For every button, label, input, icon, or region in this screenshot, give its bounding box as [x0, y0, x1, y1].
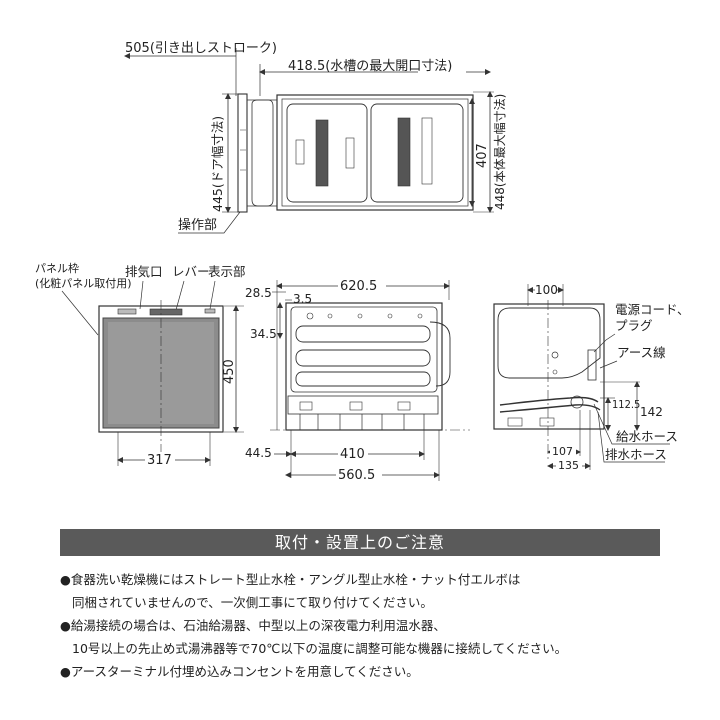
rating-plate-graphic [295, 117, 433, 187]
notes-header: 取付・設置上のご注意 [60, 529, 660, 556]
opening-label: 418.5(水槽の最大開口寸法) [288, 59, 452, 74]
rear-view: 100 電源コード、 プラグ アース線 112.5 142 107 [493, 282, 690, 472]
power-cord-label: 電源コード、 [615, 302, 690, 317]
dim-107-label: 107 [552, 445, 573, 458]
dim-44-5-label: 44.5 [245, 446, 272, 460]
supply-hose-label: 給水ホース [616, 429, 678, 444]
side-view: 620.5 28.5 3.5 34.5 44.5 [245, 278, 470, 483]
tank-depth-label: 407 [475, 143, 490, 168]
dim-560-5-label: 560.5 [338, 468, 375, 483]
power-cord-sublabel: プラグ [615, 318, 653, 333]
display-label: 表示部 [208, 264, 246, 279]
side-width-label: 620.5 [340, 279, 377, 294]
installation-notes: ●食器洗い乾燥機にはストレート型止水栓・アングル型止水栓・ナット付エルボは 同梱… [60, 568, 680, 683]
dim-100-label: 100 [535, 283, 558, 297]
door-width-label: 445(ドア幅寸法) [210, 116, 225, 212]
dim-142-label: 142 [640, 405, 663, 419]
drain-hose-label: 排水ホース [605, 447, 667, 462]
stroke-label: 505(引き出しストローク) [125, 41, 277, 56]
panel-frame-label: パネル枠 [35, 261, 79, 275]
dim-112-5-label: 112.5 [612, 399, 640, 412]
front-height-label: 450 [222, 359, 237, 384]
front-width-label: 317 [147, 453, 172, 468]
front-view: パネル枠 (化粧パネル取付用) 排気口 レバー 表示部 450 317 [35, 261, 246, 468]
note-line-5: ●アースターミナル付埋め込みコンセントを用意してください。 [60, 664, 419, 679]
note-line-1: ●食器洗い乾燥機にはストレート型止水栓・アングル型止水栓・ナット付エルボは [60, 572, 521, 587]
earth-wire-label: アース線 [617, 345, 666, 360]
dim-135-label: 135 [558, 459, 579, 472]
control-label: 操作部 [178, 217, 217, 233]
dim-410-label: 410 [340, 447, 365, 462]
lever-label: レバー [172, 264, 210, 279]
panel-frame-sublabel: (化粧パネル取付用) [35, 276, 132, 290]
dim-34-5-label: 34.5 [250, 327, 277, 341]
note-line-3: ●給湯接続の場合は、石油給湯器、中型以上の深夜電力利用温水器、 [60, 618, 446, 633]
vent-label: 排気口 [125, 264, 163, 279]
body-width-label: 448(本体最大幅寸法) [492, 94, 507, 210]
dim-28-5-label: 28.5 [245, 286, 272, 300]
note-line-2: 同梱されていませんので、一次側工事にて取り付けてください。 [72, 595, 433, 610]
dim-3-5-label: 3.5 [293, 292, 312, 306]
top-view: 505(引き出しストローク) 418.5(水槽の最大開口寸法) 44 [124, 41, 507, 234]
note-line-4: 10号以上の先止め式湯沸器等で70℃以下の温度に調整可能な機器に接続してください… [72, 641, 568, 656]
